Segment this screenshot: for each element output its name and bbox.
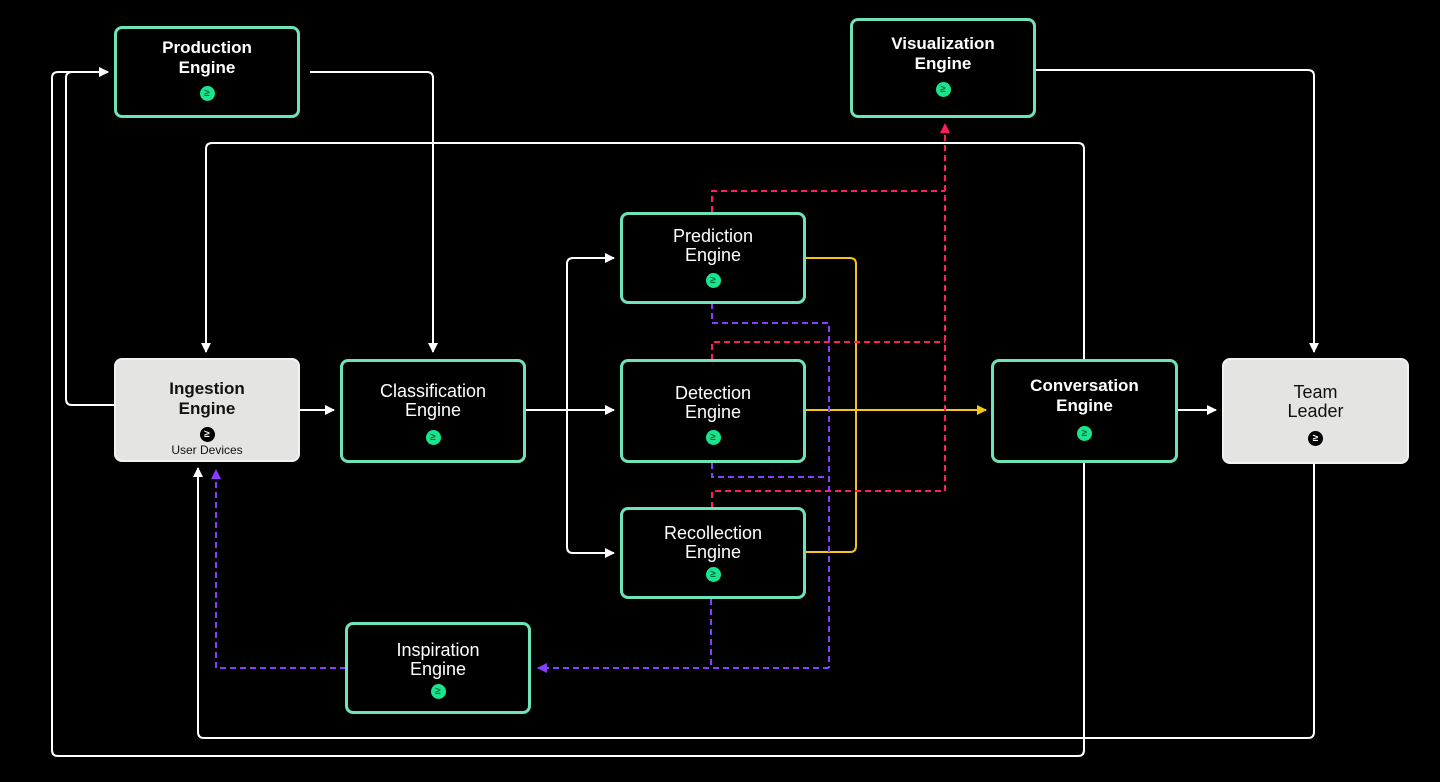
edge-classification-recollection [566,410,615,558]
node-title: Prediction Engine [672,226,754,265]
recollection-engine-node[interactable]: Recollection Engine ≥ [620,507,806,599]
edge-conversation-ingestion [201,142,1085,359]
edge-detection-visualization [711,341,945,360]
edge-visualization-team-leader [1036,69,1319,353]
edge-classification-prediction [566,253,615,410]
node-title: Inspiration Engine [396,640,480,679]
edge-detection-inspiration [711,463,829,478]
edge-prediction-conversation [805,257,857,553]
conversation-engine-node[interactable]: Conversation Engine ≥ [991,359,1178,463]
node-subtitle: User Devices [171,443,243,457]
node-title: Production Engine [162,38,252,77]
detection-engine-node[interactable]: Detection Engine ≥ [620,359,806,463]
edge-prediction-inspiration [711,303,830,668]
edge-prediction-visualization [711,190,945,212]
node-title: Team Leader [1287,382,1344,421]
engine-badge-icon: ≥ [705,567,721,582]
engine-badge-icon: ≥ [705,273,721,288]
node-title: Ingestion Engine [169,379,245,418]
node-title: Visualization Engine [891,34,995,73]
engine-badge-icon: ≥ [199,427,215,442]
edge-production-classification [310,71,438,353]
classification-engine-node[interactable]: Classification Engine ≥ [340,359,526,463]
engine-badge-icon: ≥ [935,82,951,97]
node-title: Classification Engine [379,381,487,420]
edge-team-leader-ingestion [193,462,1315,739]
engine-badge-icon: ≥ [1077,426,1092,441]
engine-badge-icon: ≥ [199,86,215,101]
team-leader-node[interactable]: Team Leader ≥ [1222,358,1409,464]
node-title: Conversation Engine [1030,376,1139,415]
prediction-engine-node[interactable]: Prediction Engine ≥ [620,212,806,304]
ingestion-engine-node[interactable]: Ingestion Engine ≥ User Devices [114,358,300,462]
edge-ingestion-production [65,67,114,406]
engine-badge-icon: ≥ [1308,431,1323,446]
inspiration-engine-node[interactable]: Inspiration Engine ≥ [345,622,531,714]
visualization-engine-node[interactable]: Visualization Engine ≥ [850,18,1036,118]
edge-outer-loop [51,67,1085,757]
node-title: Recollection Engine [663,523,763,562]
engine-badge-icon: ≥ [430,684,446,699]
production-engine-node[interactable]: Production Engine ≥ [114,26,300,118]
edge-inspiration-ingestion [211,469,346,669]
engine-badge-icon: ≥ [425,430,441,445]
engine-badge-icon: ≥ [705,430,721,445]
node-title: Detection Engine [674,383,752,422]
